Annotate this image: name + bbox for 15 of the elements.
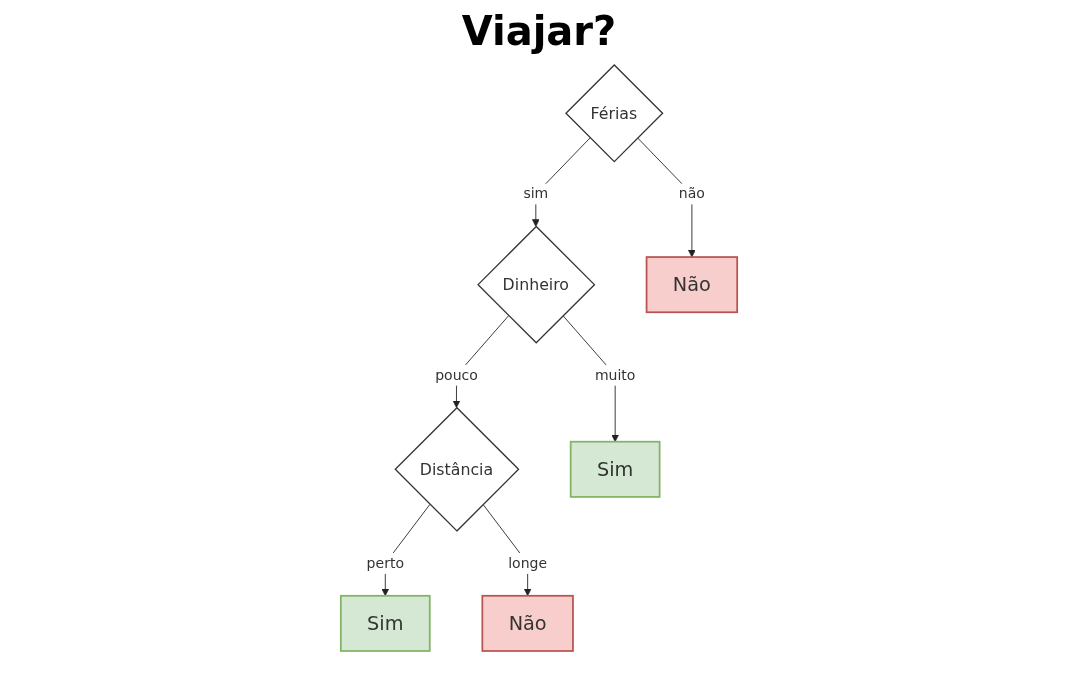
node-box bbox=[339, 594, 431, 652]
node-box bbox=[481, 594, 574, 652]
node-diamond bbox=[394, 406, 520, 532]
node-box bbox=[569, 440, 661, 498]
flowchart-drawing: sim não pouco muito perto longe Férias Dinheiro Não Distância Sim Sim Não bbox=[0, 58, 1078, 658]
edge-label: não bbox=[678, 185, 705, 202]
edge-label: pouco bbox=[435, 366, 478, 384]
node-box bbox=[645, 256, 739, 314]
edge-label: muito bbox=[594, 366, 636, 384]
node-diamond bbox=[477, 225, 596, 344]
edge-label: sim bbox=[523, 185, 549, 202]
edge-label: perto bbox=[366, 554, 404, 572]
edge-label: longe bbox=[508, 554, 548, 572]
diagram-title: Viajar? bbox=[460, 8, 618, 54]
node-diamond bbox=[565, 64, 664, 163]
